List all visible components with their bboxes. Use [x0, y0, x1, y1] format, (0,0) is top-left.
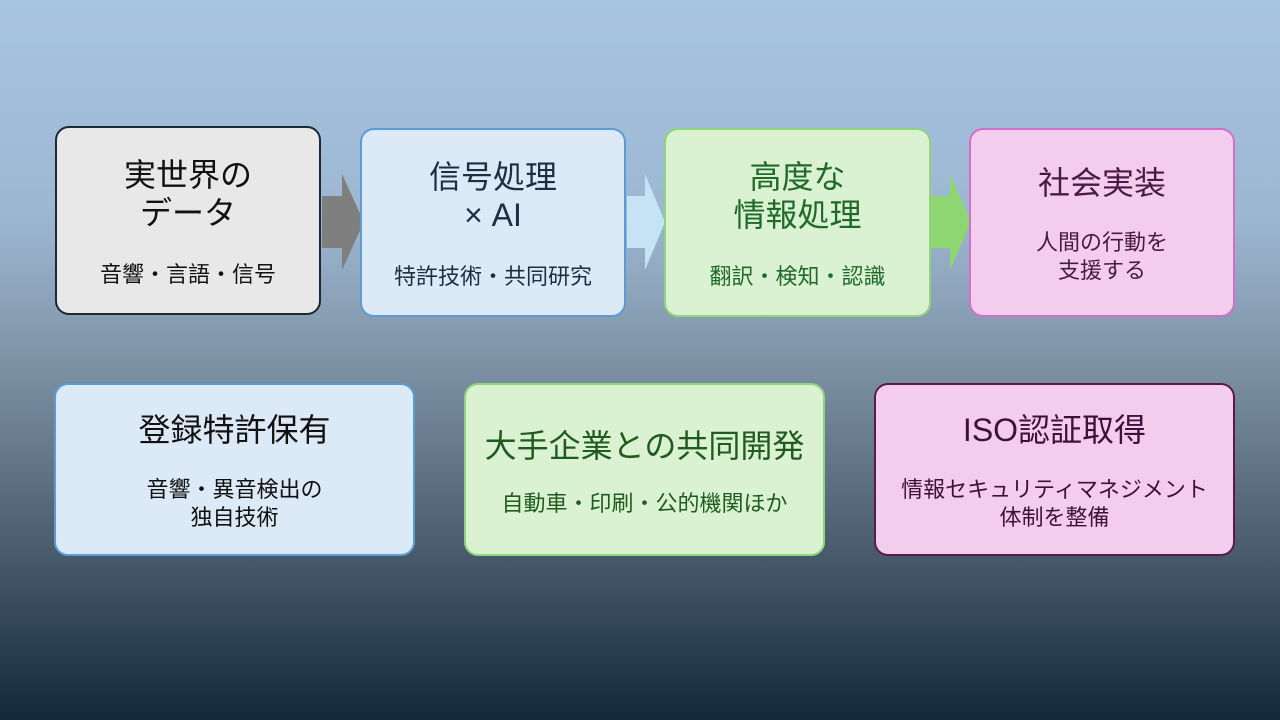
flow-step-social-implementation: 社会実装 人間の行動を 支援する [969, 128, 1235, 317]
flow-step-advanced-info-processing: 高度な 情報処理 翻訳・検知・認識 [664, 128, 931, 317]
step-subtitle: 音響・言語・信号 [99, 262, 276, 287]
highlight-title: ISO認証取得 [962, 412, 1147, 448]
highlight-joint-development: 大手企業との共同開発 自動車・印刷・公的機関ほか [464, 383, 825, 556]
step-title: 信号処理 × AI [428, 159, 557, 233]
step-title: 実世界の データ [123, 157, 252, 231]
highlight-title: 大手企業との共同開発 [484, 428, 805, 464]
highlight-subtitle: 音響・異音検出の 独自技術 [146, 477, 323, 530]
arrow-right-icon [627, 174, 665, 270]
highlight-iso-certification: ISO認証取得 情報セキュリティマネジメント 体制を整備 [874, 383, 1235, 556]
step-title: 社会実装 [1037, 165, 1166, 201]
step-subtitle: 特許技術・共同研究 [393, 264, 592, 289]
flow-step-real-world-data: 実世界の データ 音響・言語・信号 [55, 126, 321, 315]
highlight-title: 登録特許保有 [138, 412, 331, 448]
highlight-patents: 登録特許保有 音響・異音検出の 独自技術 [54, 383, 415, 556]
highlight-subtitle: 自動車・印刷・公的機関ほか [501, 491, 788, 516]
arrow-right-icon [931, 174, 971, 270]
step-title: 高度な 情報処理 [733, 159, 862, 233]
flow-step-signal-processing-ai: 信号処理 × AI 特許技術・共同研究 [360, 128, 626, 317]
step-subtitle: 翻訳・検知・認識 [709, 264, 886, 289]
arrow-right-icon [322, 174, 364, 270]
step-subtitle: 人間の行動を 支援する [1035, 230, 1168, 283]
highlight-subtitle: 情報セキュリティマネジメント 体制を整備 [901, 477, 1208, 530]
